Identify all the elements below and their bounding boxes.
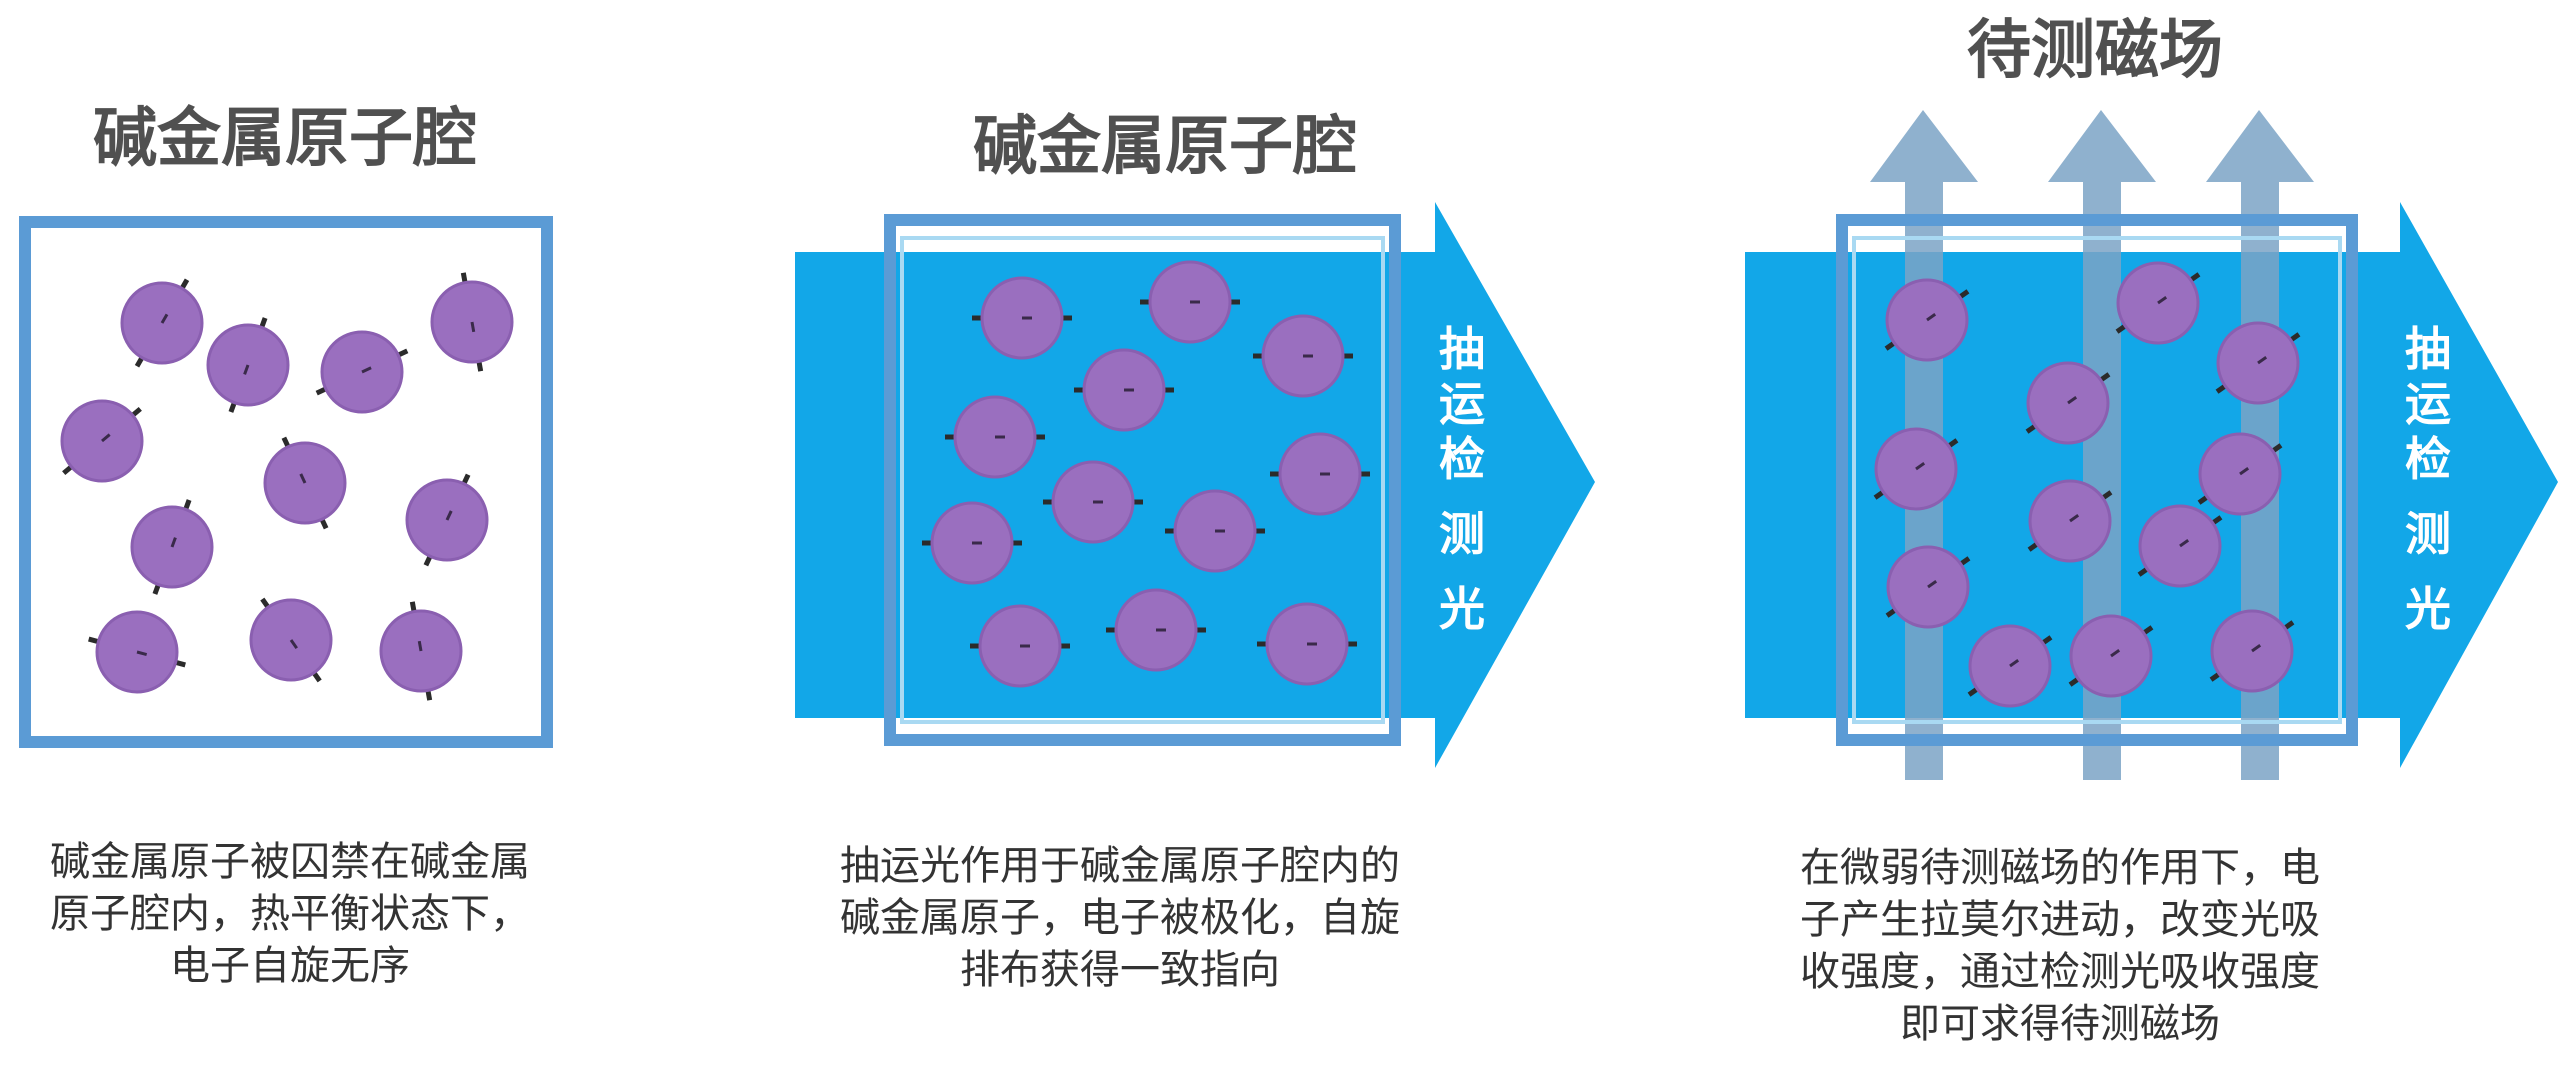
atom-icon	[970, 604, 1070, 688]
caption-line: 原子腔内，热平衡状态下，	[50, 891, 530, 937]
atom-icon	[1106, 588, 1206, 672]
panel-1: 碱金属原子腔	[19, 102, 553, 748]
panel-3: 待测磁场 抽 运 检 测 光	[1745, 14, 2558, 780]
atom-icon	[945, 395, 1045, 479]
caption-line: 子产生拉莫尔进动，改变光吸	[1800, 897, 2320, 943]
atom-icon	[1270, 432, 1370, 516]
panel-3-title: 待测磁场	[1967, 14, 2223, 88]
atom-icon	[2068, 614, 2154, 698]
spin-core-marker	[2239, 467, 2250, 476]
panel-2-caption: 抽运光作用于碱金属原子腔内的 碱金属原子，电子被极化，自旋 排布获得一致指向	[770, 840, 1470, 996]
caption-line: 抽运光作用于碱金属原子腔内的	[840, 843, 1400, 889]
atom-icon	[1873, 427, 1959, 511]
spin-core-marker	[2157, 296, 2168, 305]
spin-core-marker	[2009, 659, 2020, 668]
spin-core-marker	[2069, 514, 2080, 523]
atom-icon	[1140, 260, 1240, 344]
spin-core-marker	[2257, 356, 2268, 365]
atom-icon	[1074, 348, 1174, 432]
atom-icon	[315, 330, 409, 414]
spin-core-marker	[1915, 462, 1926, 471]
caption-line: 即可求得待测磁场	[1900, 1001, 2220, 1047]
atom-cavity-frame	[1836, 214, 2358, 746]
atom-icon	[263, 436, 347, 530]
spin-core-marker	[160, 313, 169, 324]
spin-core-marker	[243, 364, 250, 375]
atom-icon	[2115, 261, 2201, 345]
atom-icon	[249, 597, 333, 683]
spin-core-marker	[361, 366, 372, 374]
atom-icon	[2209, 609, 2295, 693]
arrow-label-char: 测	[1439, 507, 1485, 561]
atom-icon	[60, 399, 144, 483]
atom-icon	[2137, 504, 2223, 588]
spin-core-marker	[2179, 539, 2190, 548]
atom-icon	[1257, 602, 1357, 686]
atom-icon	[1165, 489, 1265, 573]
atom-icon	[2025, 361, 2111, 445]
arrow-label-char: 运	[2405, 377, 2451, 431]
spin-core-marker	[170, 537, 177, 548]
atom-icon	[922, 501, 1022, 585]
spin-core-marker	[101, 433, 111, 443]
caption-line: 碱金属原子，电子被极化，自旋	[840, 895, 1400, 941]
atom-icon	[1885, 545, 1971, 629]
cavity-frame-inner-edge	[1852, 236, 2342, 724]
atom-icon	[120, 278, 204, 368]
spin-core-marker	[289, 639, 298, 650]
atom-icon	[2027, 479, 2113, 563]
spin-core-marker	[1927, 580, 1938, 589]
spin-core-marker	[1926, 313, 1937, 322]
spin-core-marker	[470, 321, 476, 333]
magnetic-field-arrow-icon	[2048, 110, 2156, 780]
arrow-label-char: 检	[1439, 432, 1485, 486]
spin-core-marker	[299, 473, 307, 484]
atom-icon	[2215, 321, 2301, 405]
atom-icon	[130, 499, 214, 595]
atom-group-random	[60, 272, 514, 701]
arrow-label-char: 测	[2405, 507, 2451, 561]
spin-core-marker	[2067, 396, 2078, 405]
atom-icon	[430, 272, 514, 372]
spin-core-marker	[2110, 649, 2121, 658]
arrow-label-pump-probe: 抽 运 检 测 光	[2405, 322, 2451, 636]
panel-3-caption: 在微弱待测磁场的作用下，电 子产生拉莫尔进动，改变光吸 收强度，通过检测光吸收强…	[1740, 842, 2380, 1050]
atom-icon	[1884, 278, 1970, 362]
arrow-label-pump-probe: 抽 运 检 测 光	[1439, 322, 1485, 636]
arrow-label-char: 抽	[2405, 322, 2451, 376]
caption-line: 收强度，通过检测光吸收强度	[1800, 949, 2320, 995]
atom-group-precessing	[1873, 261, 2301, 708]
caption-line: 在微弱待测磁场的作用下，电	[1800, 845, 2320, 891]
spin-core-marker	[136, 650, 148, 657]
arrow-label-char: 运	[1439, 377, 1485, 431]
panel-1-caption: 碱金属原子被囚禁在碱金属 原子腔内，热平衡状态下， 电子自旋无序	[0, 836, 580, 992]
arrow-label-char: 检	[2405, 432, 2451, 486]
atom-group-polarized	[922, 260, 1370, 688]
arrow-label-char: 光	[2405, 582, 2451, 636]
panel-2: 碱金属原子腔 抽 运 检 测 光	[795, 110, 1595, 768]
caption-line: 排布获得一致指向	[960, 947, 1280, 993]
spin-core-marker	[445, 510, 453, 521]
arrow-label-char: 抽	[1439, 322, 1485, 376]
caption-line: 电子自旋无序	[170, 943, 410, 989]
caption-line: 碱金属原子被囚禁在碱金属	[50, 839, 530, 885]
atom-icon	[379, 601, 463, 701]
panel-2-title: 碱金属原子腔	[973, 110, 1357, 184]
atom-icon	[88, 610, 186, 694]
atom-icon	[405, 473, 489, 567]
spin-core-marker	[2251, 644, 2262, 653]
panel-1-title: 碱金属原子腔	[93, 102, 477, 176]
atom-icon	[2197, 432, 2283, 516]
atom-icon	[1043, 460, 1143, 544]
atom-icon	[206, 317, 290, 413]
cavity-frame-inner-edge	[900, 236, 1385, 724]
atom-cavity-frame	[884, 214, 1401, 746]
atom-icon	[1967, 624, 2053, 708]
spin-core-marker	[417, 640, 423, 652]
atom-icon	[972, 276, 1072, 360]
arrow-label-char: 光	[1439, 582, 1485, 636]
atom-icon	[1253, 314, 1353, 398]
